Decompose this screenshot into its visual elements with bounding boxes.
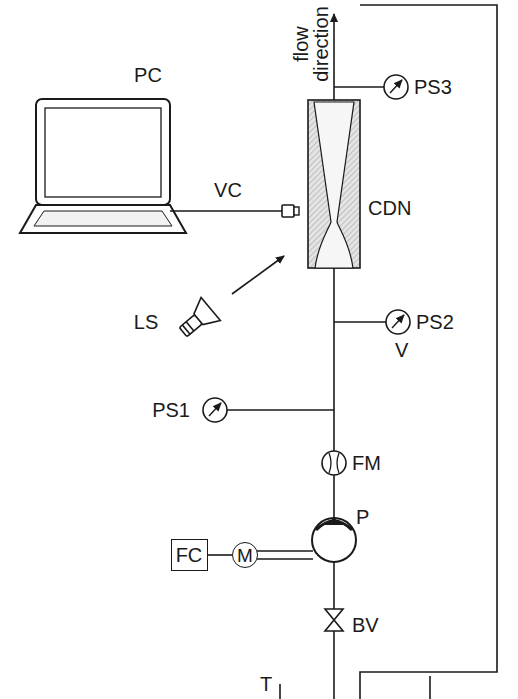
tank-label: T	[260, 673, 272, 695]
camera-label: VC	[214, 179, 242, 201]
sensor-label: PS3	[414, 76, 452, 98]
device-label: PC	[134, 64, 162, 86]
connector-line	[208, 554, 233, 556]
light-source-label: LS	[134, 311, 158, 333]
valve-label: BV	[352, 614, 379, 636]
flow-direction-label: flow direction	[291, 0, 331, 88]
motor-circle: M	[232, 542, 258, 568]
controller-box: FC	[171, 539, 208, 571]
valve-label: V	[395, 339, 408, 361]
sensor-label: PS2	[416, 311, 454, 333]
nozzle-label: CDN	[368, 197, 411, 219]
node-text: FC	[176, 545, 203, 565]
sensor-label: PS1	[152, 399, 190, 421]
node-text: M	[237, 546, 253, 565]
flowmeter-label: FM	[352, 452, 381, 474]
pump-label: P	[356, 506, 369, 528]
